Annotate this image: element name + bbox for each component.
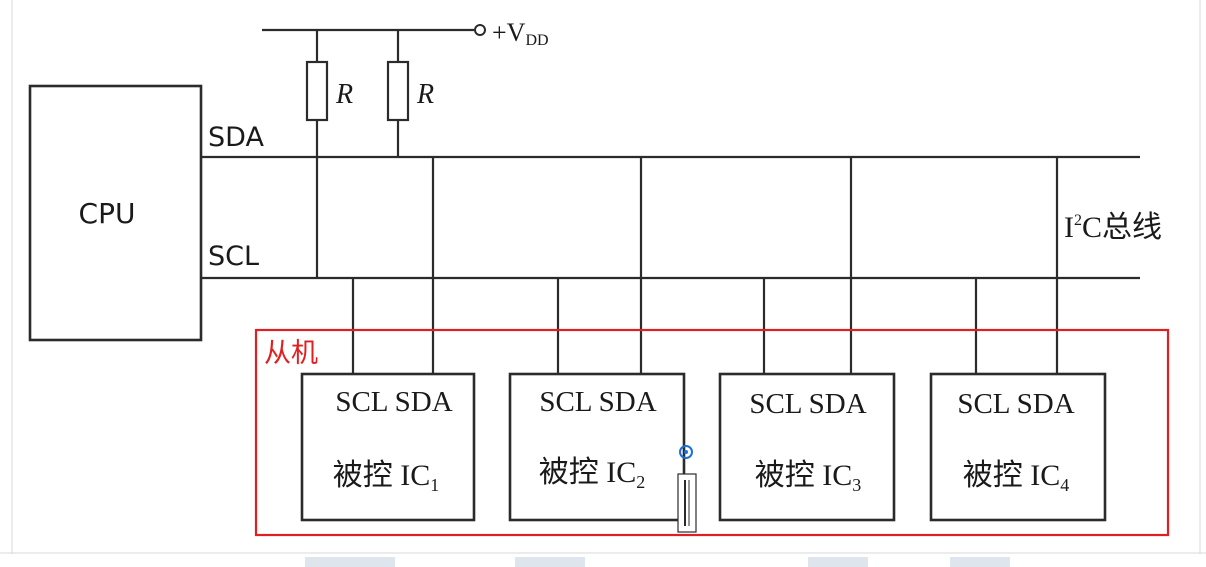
vdd-label: +VDD xyxy=(492,18,549,49)
cpu-label: CPU xyxy=(79,197,136,230)
vdd-rail: +VDD xyxy=(262,18,549,49)
slave-pins-label: SCL SDA xyxy=(957,388,1074,420)
slave-pins-label: SCL SDA xyxy=(749,388,866,420)
i2c-bus-label: I2C总线 xyxy=(1064,211,1162,244)
slave-ic-4: SCL SDA 被控 IC4 xyxy=(929,372,1107,522)
resistor-label-1: R xyxy=(335,79,353,110)
text-cursor-icon[interactable] xyxy=(677,445,697,533)
resistor-label-2: R xyxy=(416,79,434,110)
slave-pins-label: SCL SDA xyxy=(539,386,656,418)
slave-connections xyxy=(351,157,1059,374)
scl-label: SCL xyxy=(208,241,259,272)
slave-name-label: 被控 IC4 xyxy=(963,459,1070,495)
slave-ic-3: SCL SDA 被控 IC3 xyxy=(718,372,896,522)
slave-name-label: 被控 IC1 xyxy=(333,459,440,495)
sda-label: SDA xyxy=(208,122,264,153)
bottom-strip xyxy=(0,554,1206,567)
slave-pins-label: SCL SDA xyxy=(335,386,452,418)
resistor-sda-pullup: R xyxy=(305,30,353,278)
slave-name-label: 被控 IC2 xyxy=(539,456,646,492)
slave-group-highlight[interactable]: 从机 xyxy=(254,328,1170,537)
vdd-terminal xyxy=(474,24,486,36)
slave-name-label: 被控 IC3 xyxy=(755,459,862,495)
scl-line: SCL xyxy=(201,241,1140,280)
slave-group-label: 从机 xyxy=(264,338,318,369)
slave-ic-2: SCL SDA 被控 IC2 xyxy=(508,372,686,522)
resistor-scl-pullup: R xyxy=(386,30,434,157)
cpu-block: CPU xyxy=(28,84,203,342)
slave-ic-1: SCL SDA 被控 IC1 xyxy=(300,372,476,522)
sda-line: SDA xyxy=(201,122,1140,159)
